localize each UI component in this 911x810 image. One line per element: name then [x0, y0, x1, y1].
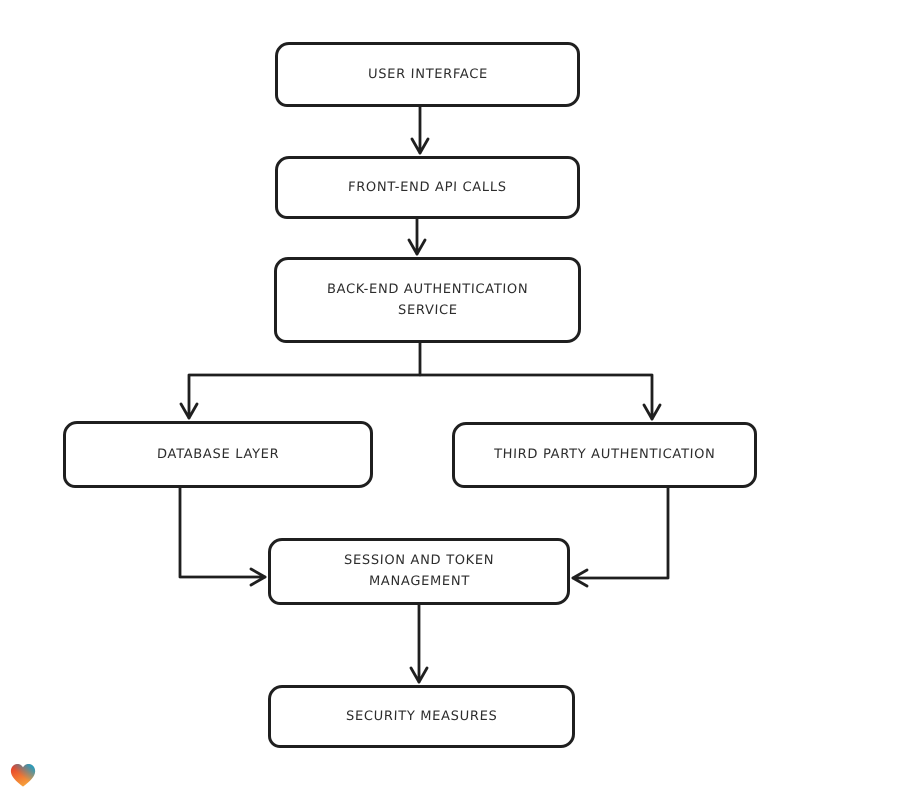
- node-back-end-authentication-service[interactable]: BACK-END AUTHENTICATION SERVICE: [274, 257, 581, 343]
- node-label: BACK-END AUTHENTICATION: [326, 281, 529, 297]
- whimsical-heart-logo[interactable]: [8, 760, 38, 790]
- node-label: THIRD PARTY AUTHENTICATION: [493, 447, 716, 462]
- node-session-and-token-management[interactable]: SESSION AND TOKEN MANAGEMENT: [268, 538, 570, 605]
- arrowhead-frontend-to-backend[interactable]: [407, 238, 427, 256]
- node-front-end-api-calls[interactable]: FRONT-END API CALLS: [275, 156, 580, 219]
- arrowhead-database-to-session[interactable]: [249, 567, 267, 587]
- node-label: SERVICE: [397, 302, 458, 318]
- node-third-party-authentication[interactable]: THIRD PARTY AUTHENTICATION: [452, 422, 757, 488]
- edge-thirdparty-to-session[interactable]: [571, 486, 670, 580]
- node-database-layer[interactable]: DATABASE LAYER: [63, 421, 373, 488]
- arrowhead-backend-to-thirdparty[interactable]: [642, 403, 662, 421]
- edge-backend-to-database[interactable]: [187, 373, 422, 420]
- node-user-interface[interactable]: USER INTERFACE: [275, 42, 580, 107]
- arrowhead-ui-to-frontend[interactable]: [410, 137, 430, 155]
- node-label: DATABASE LAYER: [156, 446, 280, 462]
- node-security-measures[interactable]: SECURITY MEASURES: [268, 685, 575, 748]
- arrowhead-backend-to-database[interactable]: [179, 402, 199, 420]
- node-label: SESSION AND TOKEN: [343, 553, 495, 568]
- edge-backend-to-thirdparty[interactable]: [418, 373, 654, 421]
- node-label: MANAGEMENT: [368, 574, 470, 589]
- node-label: SECURITY MEASURES: [345, 708, 498, 724]
- arrowhead-thirdparty-to-session[interactable]: [571, 568, 589, 588]
- node-label: USER INTERFACE: [367, 66, 488, 82]
- edge-database-to-session[interactable]: [178, 486, 267, 579]
- node-label: FRONT-END API CALLS: [347, 179, 508, 195]
- heart-shape-overlay: [10, 764, 36, 787]
- arrowhead-session-to-security[interactable]: [409, 666, 429, 684]
